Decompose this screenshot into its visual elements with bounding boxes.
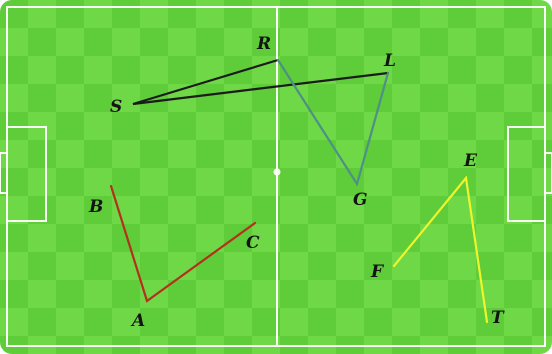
point-label-s: S [110,97,122,117]
point-label-f: F [370,262,385,282]
point-label-l: L [383,51,396,71]
point-label-r: R [256,34,271,54]
pitch-markings [0,6,552,347]
point-label-b: B [88,197,103,217]
left-goal [0,152,8,194]
center-spot [273,168,281,176]
point-label-g: G [353,190,368,210]
point-label-a: A [130,311,145,331]
point-label-e: E [463,151,478,171]
point-label-c: C [246,233,260,253]
angle-RSL-line [132,58,390,106]
point-label-t: T [491,308,505,328]
angle-BAC-line [109,184,257,303]
right-goal [544,152,552,194]
angle-lines [109,58,489,324]
angle-FET-line [392,175,489,324]
point-labels: R L S G B A C E F T [88,34,505,331]
angle-RGL-line [276,58,390,187]
